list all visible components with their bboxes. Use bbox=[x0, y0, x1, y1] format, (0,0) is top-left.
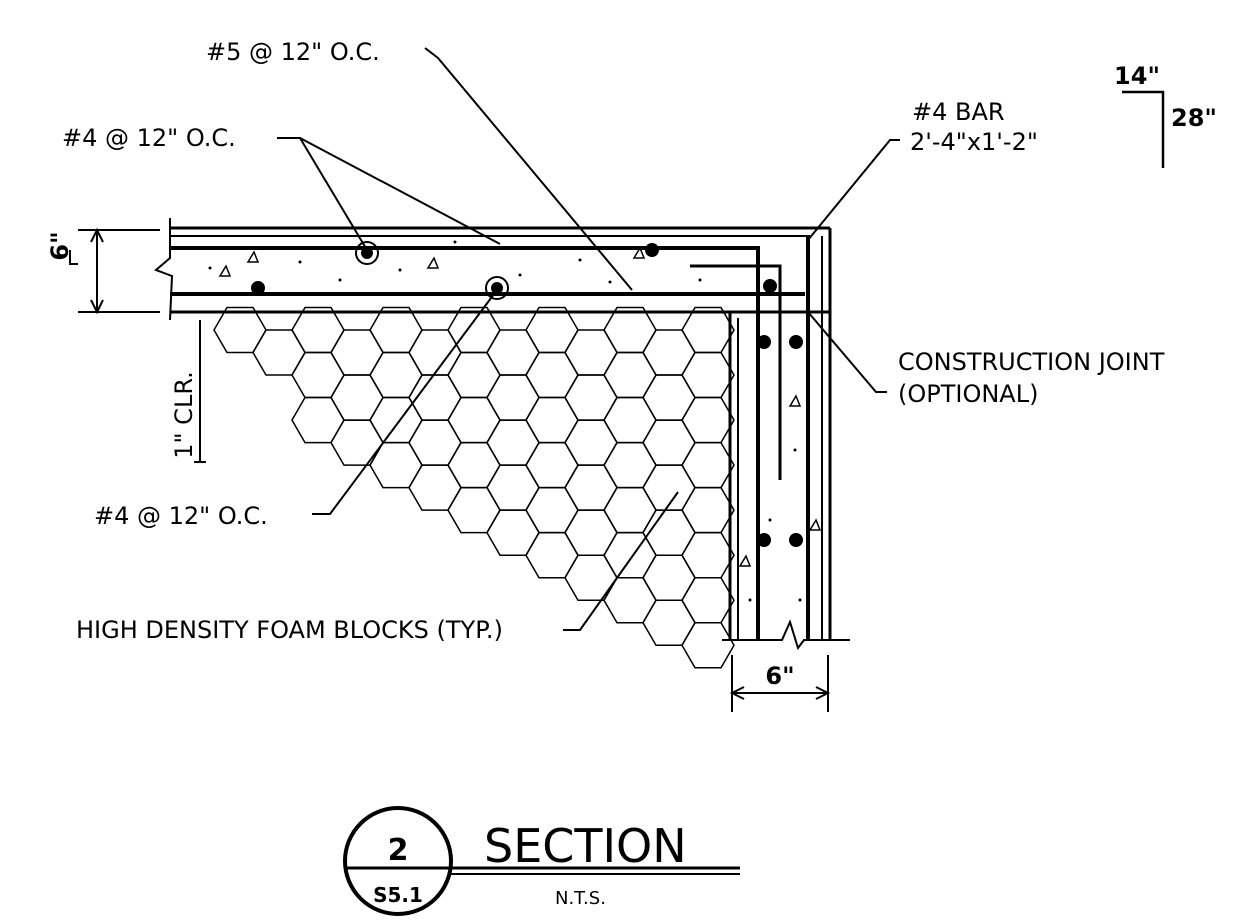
wall-thickness-label: 6" bbox=[765, 662, 794, 690]
concrete-wall bbox=[722, 228, 850, 651]
foam-hex-cell bbox=[369, 306, 423, 354]
foam-hex-cell bbox=[681, 396, 735, 444]
foam-hex-cell bbox=[681, 531, 735, 579]
corner-bar-label-line2: 2'-4"x1'-2" bbox=[910, 128, 1038, 156]
foam-block-hex-pattern bbox=[213, 306, 735, 669]
foam-hex-cell bbox=[525, 306, 579, 354]
foam-hex-cell bbox=[330, 419, 384, 466]
foam-hex-cell bbox=[291, 306, 345, 354]
foam-hex-cell bbox=[369, 351, 423, 399]
detail-number: 2 bbox=[388, 833, 409, 868]
slab-thickness-label: 6" bbox=[46, 231, 74, 260]
construction-joint-label-line1: CONSTRUCTION JOINT bbox=[898, 348, 1165, 376]
foam-hex-cell bbox=[564, 554, 618, 601]
rebar-circle-marks bbox=[355, 241, 509, 300]
rebar-dots bbox=[251, 243, 803, 547]
foam-hex-cell bbox=[486, 374, 540, 421]
top-bar-label: #5 @ 12" O.C. bbox=[206, 38, 380, 66]
aggregate-speckles bbox=[208, 240, 802, 602]
foam-hex-cell bbox=[486, 464, 540, 511]
foam-hex-cell bbox=[525, 351, 579, 399]
foam-hex-cell bbox=[642, 419, 696, 466]
foam-blocks-label: HIGH DENSITY FOAM BLOCKS (TYP.) bbox=[76, 616, 503, 644]
wall-thickness-dimension bbox=[729, 655, 831, 712]
foam-hex-cell bbox=[681, 306, 735, 354]
foam-hex-cell bbox=[642, 509, 696, 556]
foam-hex-cell bbox=[291, 351, 345, 399]
lower-bar-label: #4 @ 12" O.C. bbox=[94, 502, 268, 530]
foam-hex-cell bbox=[525, 486, 579, 534]
foam-hex-cell bbox=[603, 306, 657, 354]
foam-hex-cell bbox=[603, 486, 657, 534]
wall-rebar-lines bbox=[690, 236, 810, 640]
foam-hex-cell bbox=[603, 441, 657, 489]
foam-hex-cell bbox=[330, 329, 384, 376]
foam-hex-cell bbox=[642, 374, 696, 421]
upper-bar-label: #4 @ 12" O.C. bbox=[62, 124, 236, 152]
detail-bubble bbox=[343, 806, 453, 916]
foam-hex-cell bbox=[447, 441, 501, 489]
foam-hex-cell bbox=[681, 486, 735, 534]
foam-hex-cell bbox=[213, 306, 267, 354]
clear-cover-label: 1" CLR. bbox=[170, 371, 198, 459]
foam-hex-cell bbox=[525, 441, 579, 489]
foam-hex-cell bbox=[564, 374, 618, 421]
bend-short-leg-label: 14" bbox=[1114, 62, 1160, 90]
foam-hex-cell bbox=[486, 509, 540, 556]
foam-hex-cell bbox=[408, 329, 462, 376]
foam-hex-cell bbox=[447, 486, 501, 534]
foam-hex-cell bbox=[447, 396, 501, 444]
foam-hex-cell bbox=[642, 554, 696, 601]
foam-hex-cell bbox=[603, 396, 657, 444]
foam-hex-cell bbox=[369, 396, 423, 444]
corner-bar-label-line1: #4 BAR bbox=[912, 98, 1005, 126]
foam-hex-cell bbox=[291, 396, 345, 444]
foam-hex-cell bbox=[642, 599, 696, 646]
foam-hex-cell bbox=[525, 531, 579, 579]
concrete-slab bbox=[154, 218, 830, 321]
foam-hex-cell bbox=[681, 621, 735, 669]
bend-long-leg-label: 28" bbox=[1171, 104, 1217, 132]
clear-cover-dimension bbox=[194, 320, 206, 463]
sheet-reference: S5.1 bbox=[373, 883, 423, 907]
slab-thickness-dimension bbox=[69, 227, 160, 315]
foam-hex-cell bbox=[486, 419, 540, 466]
construction-joint-label-line2: (OPTIONAL) bbox=[898, 380, 1038, 408]
foam-hex-cell bbox=[681, 576, 735, 624]
section-title: SECTION bbox=[484, 819, 687, 873]
leader-lines bbox=[277, 47, 900, 631]
detail-title-block: 2 S5.1 SECTION N.T.S. bbox=[343, 806, 740, 916]
foam-hex-cell bbox=[564, 329, 618, 376]
foam-hex-cell bbox=[408, 464, 462, 511]
foam-hex-cell bbox=[603, 351, 657, 399]
foam-hex-cell bbox=[252, 329, 306, 376]
foam-hex-cell bbox=[330, 374, 384, 421]
foam-hex-cell bbox=[681, 441, 735, 489]
foam-hex-cell bbox=[447, 351, 501, 399]
foam-hex-cell bbox=[486, 329, 540, 376]
scale-note: N.T.S. bbox=[555, 888, 606, 909]
foam-hex-cell bbox=[408, 419, 462, 466]
foam-hex-cell bbox=[603, 531, 657, 579]
foam-hex-cell bbox=[564, 419, 618, 466]
aggregate-triangles bbox=[218, 246, 822, 567]
foam-hex-cell bbox=[525, 396, 579, 444]
bent-bar-sketch bbox=[1122, 90, 1165, 168]
foam-hex-cell bbox=[564, 509, 618, 556]
foam-hex-cell bbox=[642, 329, 696, 376]
foam-hex-cell bbox=[681, 351, 735, 399]
slab-rebar-lines bbox=[170, 246, 805, 296]
foam-hex-cell bbox=[564, 464, 618, 511]
